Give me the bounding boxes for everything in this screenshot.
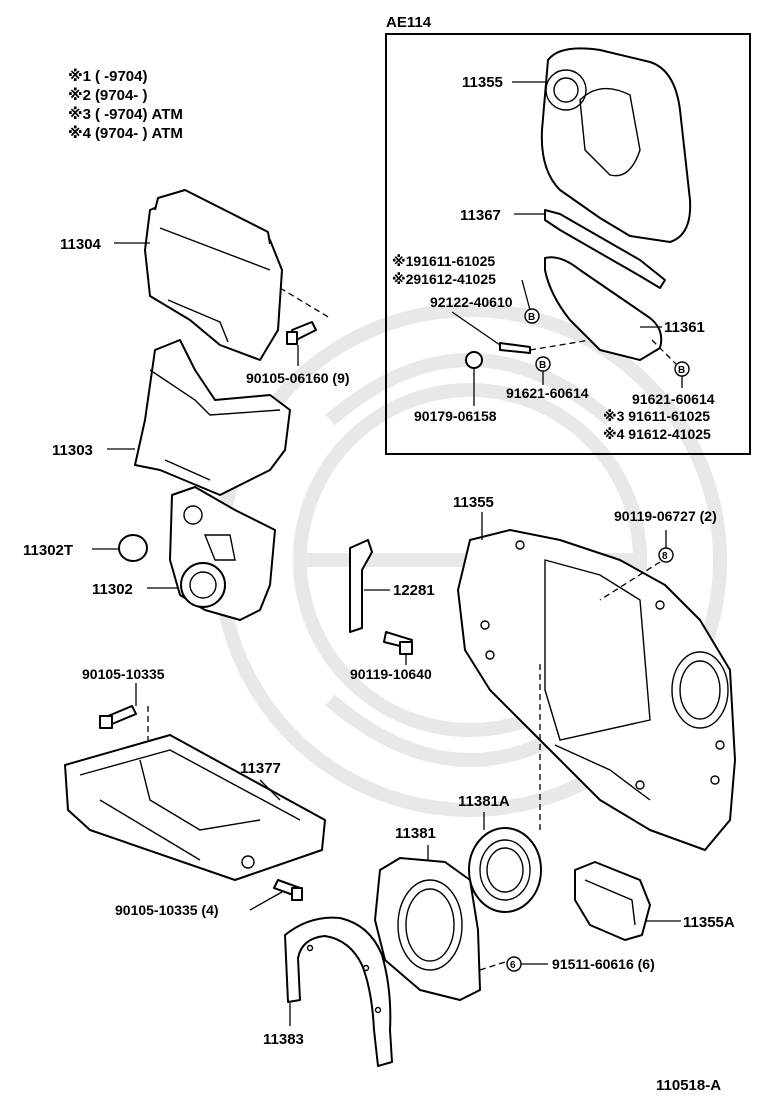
bracket-12281: 12281 xyxy=(349,539,435,633)
note-2-range: (9704- ) xyxy=(95,87,148,104)
inset-gasket xyxy=(544,209,666,289)
label-11381A: 11381A xyxy=(458,793,510,810)
inset-b-mark-2: B xyxy=(539,360,546,371)
plug-11302T: 11302T xyxy=(23,534,148,562)
label-12281: 12281 xyxy=(393,582,435,599)
gasket-11355A: 11355A xyxy=(574,861,735,941)
gasket-11383: 11383 xyxy=(263,916,393,1067)
inset-b-mark-3: B xyxy=(678,365,685,376)
inset-label-92122: 92122-40610 xyxy=(430,294,513,310)
notes-block: ※1( -9704) ※2(9704- ) ※3( -9704)ATM ※4(9… xyxy=(68,67,183,142)
label-11302T: 11302T xyxy=(23,542,73,559)
label-91511-60616: 91511-60616 (6) xyxy=(552,956,655,972)
label-11303: 11303 xyxy=(52,442,93,459)
inset-ae114: AE114 11355 11367 11361 ※191611-61025 ※2… xyxy=(385,14,751,455)
note-3-range: ( -9704) xyxy=(95,106,148,123)
bolt-90105-10335: 90105-10335 xyxy=(82,666,165,740)
stiffener-11377: 11377 xyxy=(64,734,326,881)
note-4-suffix: ATM xyxy=(151,125,182,142)
inset-cover xyxy=(544,256,663,361)
note-4-range: (9704- ) xyxy=(95,125,148,142)
diagram-code: 110518-A xyxy=(656,1077,721,1094)
inset-note-4: ※4 91612-41025 xyxy=(603,426,711,442)
svg-text:※1( -9704): ※1( -9704) xyxy=(68,67,147,85)
inset-label-91621b: 91621-60614 xyxy=(632,391,715,407)
inset-label-90179: 90179-06158 xyxy=(414,408,497,424)
label-90105-10335: 90105-10335 xyxy=(82,666,165,682)
label-11304: 11304 xyxy=(60,236,102,253)
retainer-11381: 11381 xyxy=(374,825,506,1001)
label-11355: 11355 xyxy=(453,494,494,511)
oil-seal-11381A: 11381A xyxy=(458,660,542,913)
label-11302: 11302 xyxy=(92,581,133,598)
label-11383: 11383 xyxy=(263,1031,304,1048)
circle-mark-8: 8 xyxy=(662,551,668,562)
inset-label-91621a: 91621-60614 xyxy=(506,385,589,401)
belt-cover-11303: 11303 xyxy=(52,339,291,496)
label-11355A: 11355A xyxy=(683,914,735,931)
note-2-mark: ※2 xyxy=(68,86,91,104)
inset-stud xyxy=(499,342,531,354)
inset-note-3: ※3 91611-61025 xyxy=(603,408,710,424)
note-1-range: ( -9704) xyxy=(95,68,148,85)
inset-nut xyxy=(465,351,483,369)
end-plate-11355: 11355 8 90119-06727 (2) xyxy=(453,494,736,851)
inset-label-11367: 11367 xyxy=(460,207,501,224)
inset-note-1: ※191611-61025 xyxy=(392,253,495,269)
inset-label-11355: 11355 xyxy=(462,74,503,91)
note-4-mark: ※4 xyxy=(68,124,92,142)
svg-text:※3( -9704)ATM: ※3( -9704)ATM xyxy=(68,105,183,123)
inset-title: AE114 xyxy=(386,14,432,31)
belt-cover-11302: 11302 xyxy=(92,486,276,621)
inset-label-11361: 11361 xyxy=(664,319,705,336)
label-90105-10335-4: 90105-10335 (4) xyxy=(115,902,219,918)
label-11377: 11377 xyxy=(240,760,281,777)
note-3-mark: ※3 xyxy=(68,105,91,123)
note-3-suffix: ATM xyxy=(151,106,182,123)
inset-note-2: ※291612-41025 xyxy=(392,271,496,287)
bolt-90119-10640: 90119-10640 xyxy=(350,631,432,682)
bolt-91511-60616: 6 91511-60616 (6) xyxy=(506,956,655,972)
svg-text:※2(9704- ): ※2(9704- ) xyxy=(68,86,147,104)
inset-end-plate xyxy=(540,47,692,243)
label-11381: 11381 xyxy=(395,825,436,842)
bolt-90105-10335-4: 90105-10335 (4) xyxy=(115,879,303,918)
label-90119-06727: 90119-06727 (2) xyxy=(614,508,717,524)
inset-b-mark-1: B xyxy=(528,312,535,323)
note-1-mark: ※1 xyxy=(68,67,91,85)
svg-text:※4(9704- )ATM: ※4(9704- )ATM xyxy=(68,124,183,142)
circle-mark-6: 6 xyxy=(510,960,516,971)
belt-cover-11304: 11304 90105-06160 (9) xyxy=(60,189,350,386)
label-90119-10640: 90119-10640 xyxy=(350,666,432,682)
label-90105-06160: 90105-06160 (9) xyxy=(246,370,350,386)
